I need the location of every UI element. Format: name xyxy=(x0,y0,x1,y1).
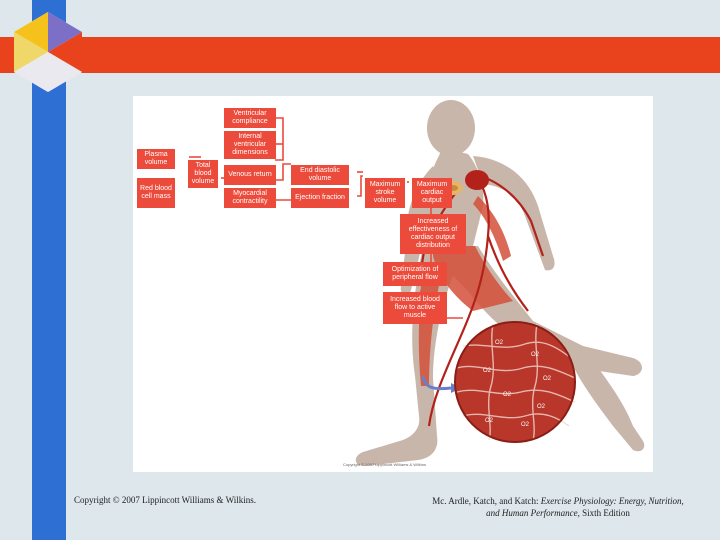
slide-citation: Mc. Ardle, Katch, and Katch: Exercise Ph… xyxy=(428,495,688,519)
box-increased-effectiveness: Increased effectiveness of cardiac outpu… xyxy=(400,214,466,254)
citation-authors: Mc. Ardle, Katch, and Katch: xyxy=(432,496,541,506)
oxygen-label: O2 xyxy=(521,422,530,428)
box-increased-blood-flow: Increased blood flow to active muscle xyxy=(383,292,447,324)
oxygen-label: O2 xyxy=(543,376,552,382)
box-optimization-peripheral-flow: Optimization of peripheral flow xyxy=(383,262,447,286)
box-myocardial-contractility: Myocardial contractility xyxy=(224,188,276,208)
box-internal-ventricular-dimensions: Internal ventricular dimensions xyxy=(224,131,276,159)
oxygen-label: O2 xyxy=(483,368,492,374)
oxygen-label: O2 xyxy=(503,392,512,398)
citation-title: Exercise Physiology: Energy, Nutrition, … xyxy=(486,496,684,518)
slide-logo-icon xyxy=(14,12,82,92)
box-red-blood-cell-mass: Red blood cell mass xyxy=(137,178,175,208)
box-ejection-fraction: Ejection fraction xyxy=(291,188,349,208)
box-end-diastolic-volume: End diastolic volume xyxy=(291,165,349,185)
box-ventricular-compliance: Ventricular compliance xyxy=(224,108,276,128)
box-maximum-cardiac-output: Maximum cardiac output xyxy=(412,178,452,208)
box-total-blood-volume: Total blood volume xyxy=(188,160,218,188)
figure-copyright: Copyright © 2007 Lippincott Williams & W… xyxy=(343,462,426,467)
red-accent-bar xyxy=(0,37,720,73)
box-venous-return: Venous return xyxy=(224,165,276,185)
oxygen-label: O2 xyxy=(485,418,494,424)
box-plasma-volume: Plasma volume xyxy=(137,149,175,169)
oxygen-label: O2 xyxy=(495,340,504,346)
oxygen-label: O2 xyxy=(537,404,546,410)
oxygen-label: O2 xyxy=(531,352,540,358)
citation-edition: Sixth Edition xyxy=(579,508,630,518)
box-maximum-stroke-volume: Maximum stroke volume xyxy=(365,178,405,208)
slide-copyright: Copyright © 2007 Lippincott Williams & W… xyxy=(74,495,257,505)
